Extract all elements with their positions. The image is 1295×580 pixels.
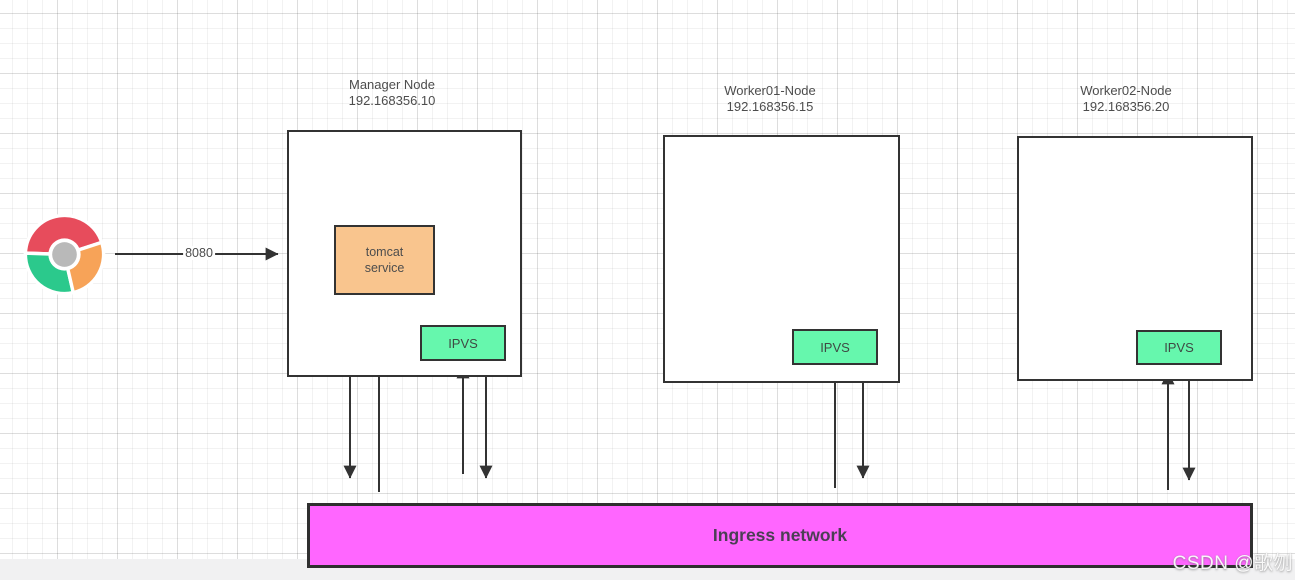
ingress-network-bar: Ingress network — [307, 503, 1253, 568]
worker01-ipvs-box: IPVS — [792, 329, 878, 365]
csdn-watermark: CSDN @歌刎 — [1172, 553, 1293, 574]
manager-ipvs-box: IPVS — [420, 325, 506, 361]
port-label: 8080 — [183, 246, 215, 260]
worker01-node-label: Worker01-Node 192.168356.15 — [724, 83, 816, 114]
manager-node-label: Manager Node 192.168356.10 — [349, 77, 436, 108]
worker02-node-title: Worker02-Node — [1080, 83, 1172, 98]
tomcat-service-box: tomcat service — [334, 225, 435, 295]
worker02-ipvs-box: IPVS — [1136, 330, 1222, 365]
manager-node-ip: 192.168356.10 — [348, 92, 436, 108]
worker02-node-box — [1017, 136, 1253, 381]
tomcat-service-label: tomcat service — [364, 245, 405, 275]
manager-node-title: Manager Node — [348, 77, 435, 92]
worker02-ipvs-label: IPVS — [1164, 340, 1194, 355]
worker01-node-ip: 192.168356.15 — [726, 98, 814, 114]
ingress-network-label: Ingress network — [712, 525, 848, 545]
worker02-node-ip: 192.168356.20 — [1082, 98, 1170, 114]
worker02-node-label: Worker02-Node 192.168356.20 — [1080, 83, 1172, 114]
worker01-ipvs-label: IPVS — [820, 339, 850, 355]
chrome-icon — [23, 213, 106, 296]
manager-ipvs-label: IPVS — [448, 335, 478, 351]
worker01-node-title: Worker01-Node — [724, 83, 816, 98]
